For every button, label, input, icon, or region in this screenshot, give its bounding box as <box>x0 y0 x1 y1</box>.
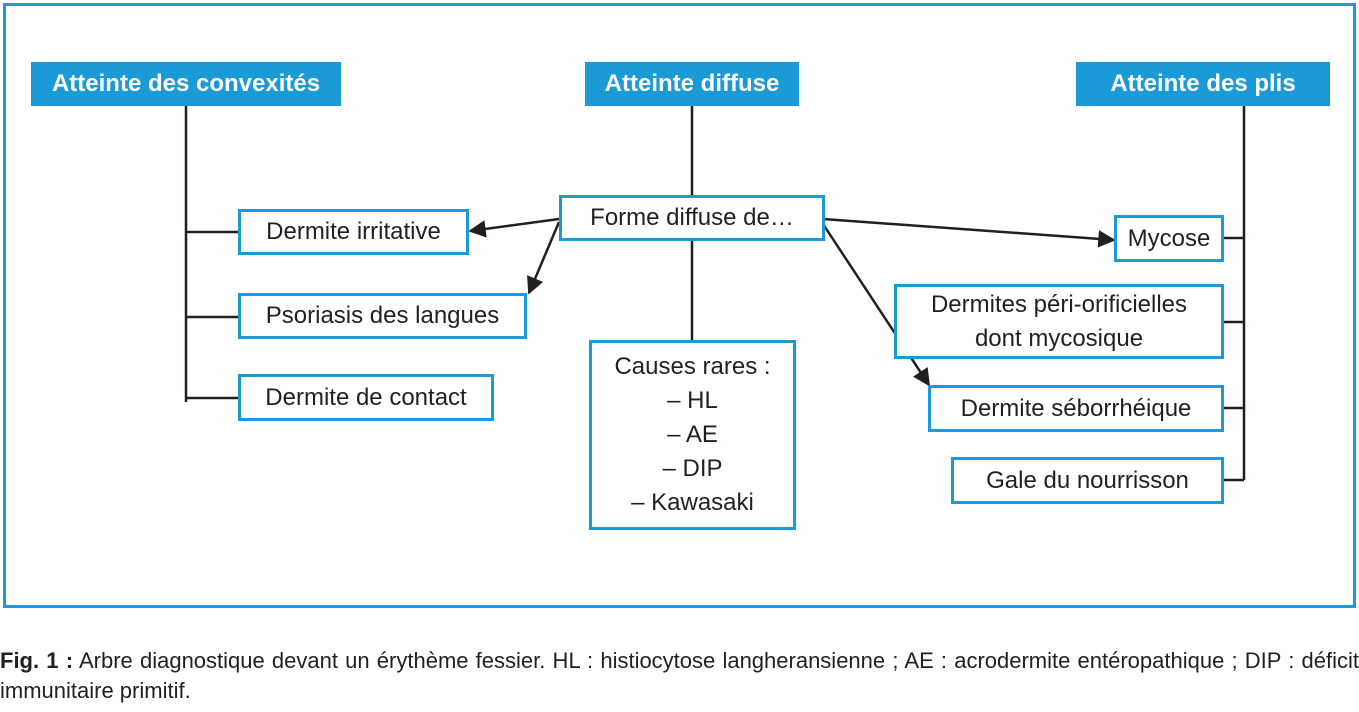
mycose-label: Mycose <box>1127 224 1211 252</box>
gale-label: Gale du nourrisson <box>986 466 1189 494</box>
dermite-irritative-label: Dermite irritative <box>266 218 441 246</box>
box-forme-diffuse: Forme diffuse de… <box>559 195 825 241</box>
box-gale-nourrisson: Gale du nourrisson <box>951 457 1224 504</box>
causes-title: Causes rares : <box>614 353 771 380</box>
arrow-to-irritative <box>468 217 560 238</box>
box-causes-rares: Causes rares : – HL – AE – DIP – Kawasak… <box>589 340 796 530</box>
caption-label: Fig. 1 : <box>0 648 74 673</box>
box-dermites-peri-orificielles: Dermites péri-orificielles dont mycosiqu… <box>894 284 1224 359</box>
forme-diffuse-label: Forme diffuse de… <box>590 204 794 232</box>
header-diffuse: Atteinte diffuse <box>585 62 799 106</box>
cause-item-ae: – AE <box>667 421 718 448</box>
arrow-to-mycose <box>822 217 1116 248</box>
box-dermite-seborrheique: Dermite séborrhéique <box>928 385 1224 432</box>
diagram-frame <box>3 3 1356 608</box>
cause-item-kawasaki: – Kawasaki <box>631 489 754 516</box>
box-dermite-contact: Dermite de contact <box>238 374 494 421</box>
box-psoriasis-langues: Psoriasis des langues <box>238 293 527 339</box>
seborrheique-label: Dermite séborrhéique <box>960 394 1192 422</box>
box-dermite-irritative: Dermite irritative <box>238 209 469 255</box>
arrow-to-psoriasis <box>527 221 561 295</box>
caption-text: Arbre diagnostique devant un érythème fe… <box>0 648 1359 703</box>
dermite-contact-label: Dermite de contact <box>265 383 467 411</box>
figure-caption: Fig. 1 : Arbre diagnostique devant un ér… <box>0 646 1359 706</box>
cause-item-dip: – DIP <box>662 455 723 482</box>
psoriasis-label: Psoriasis des langues <box>265 302 500 330</box>
header-plis: Atteinte des plis <box>1076 62 1330 106</box>
box-mycose: Mycose <box>1114 215 1224 262</box>
peri-line2: dont mycosique <box>974 324 1144 352</box>
header-convexites: Atteinte des convexités <box>31 62 341 106</box>
peri-line1: Dermites péri-orificielles <box>930 290 1188 318</box>
cause-item-hl: – HL <box>667 387 718 414</box>
